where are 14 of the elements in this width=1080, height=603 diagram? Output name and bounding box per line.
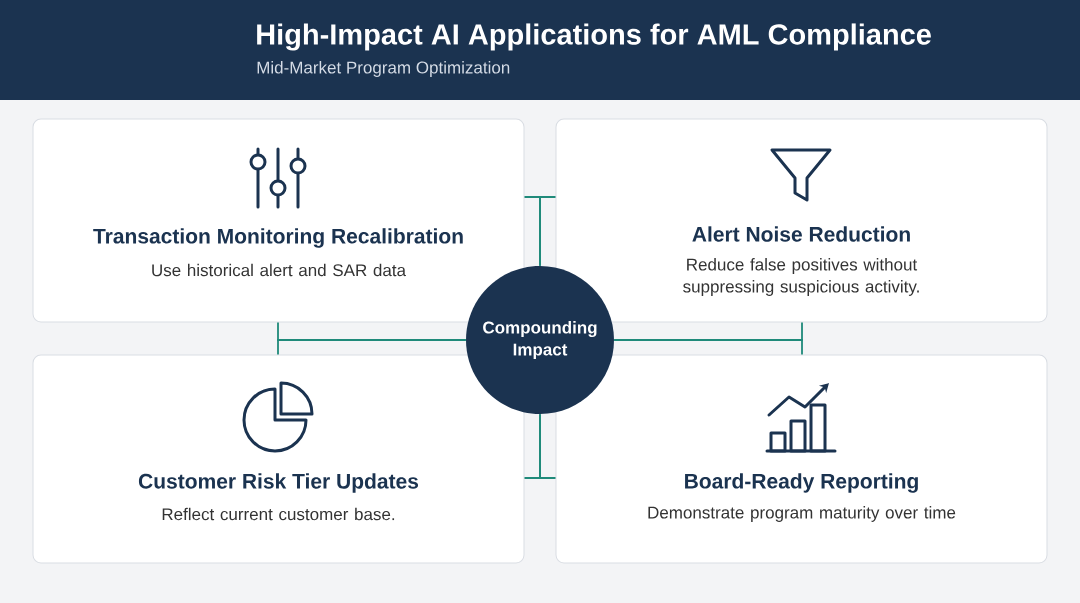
card-description: Reduce false positives without suppressing suspicious activity. — [683, 258, 919, 296]
card-description: Reflect current customer base. — [162, 507, 395, 521]
card-title: Transaction Monitoring Recalibration — [93, 228, 463, 248]
connector — [277, 339, 467, 356]
card-title: Board-Ready Reporting — [685, 473, 918, 493]
connector — [539, 413, 557, 479]
card-title: Alert Noise Reduction — [692, 226, 910, 242]
connector — [539, 196, 557, 267]
connector — [613, 339, 803, 356]
card-description: Demonstrate program maturity over time — [648, 506, 956, 522]
subtitle: Mid-Market Program Optimization — [257, 61, 510, 77]
card-description: Use historical alert and SAR data — [152, 263, 406, 277]
title: High-Impact AI Applications for AML Compliance — [257, 23, 931, 51]
card-title: Customer Risk Tier Updates — [138, 473, 419, 493]
